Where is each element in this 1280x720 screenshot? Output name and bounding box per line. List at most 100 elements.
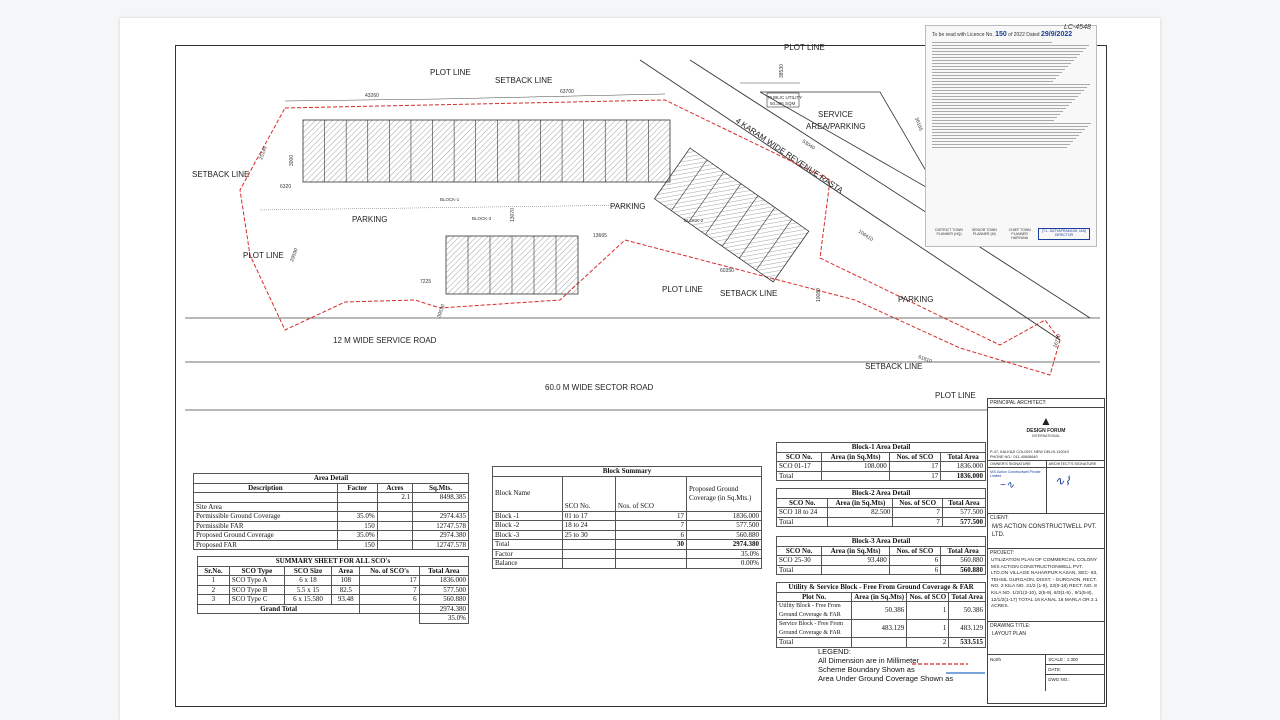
balance-label: Balance [492,558,563,569]
dim-text: 106410 [857,229,874,243]
block-area-header: Total Area [940,545,986,556]
table-cell: 82.5 [331,584,361,595]
parking-label-1: PARKING [352,215,387,224]
table-cell: 7 [614,520,688,531]
table-cell: 12747.578 [412,539,469,550]
block-1 [302,119,671,183]
sco-divider [671,159,708,211]
dim-text: 3000 [289,155,295,166]
sheet-reference: LC-4548 [1064,24,1091,31]
sign-dtp: DISTRICT TOWN PLANNER (HQ) [935,228,963,236]
table-cell: SCO Type B [228,584,285,595]
dim-text: 6320 [280,184,291,190]
block-summary-header: Proposed Ground Coverage (in Sq.Mts.) [686,475,762,512]
table-cell: 17 [888,461,942,472]
block-summary-header: Block Name [492,475,563,512]
area-detail-table: Area Detail Description Factor Acres Sq.… [193,473,469,550]
owner-signature-mark: ~∿ [1000,480,1015,491]
table-cell: 150 [336,520,378,531]
table-cell: 1 [197,575,230,586]
table-cell: 150 [336,539,378,550]
table-cell [376,530,414,541]
approval-text-line [932,60,1074,61]
table-row: Site Area [193,501,469,512]
table-cell [827,516,894,527]
owners-signature-label: OWNER'S SIGNATURE [988,461,1046,468]
architect-signature-mark: ∿⌇ [1054,474,1071,488]
project-description: UTILIZATION PLAN OF COMMERCIAL COLONY M/… [988,557,1104,622]
block-area-header: SCO No. [775,451,823,462]
approval-text-line [932,126,1088,127]
setback-label-2: SETBACK LINE [192,170,249,179]
approval-text-line [932,66,1068,67]
table-cell: 17 [614,510,688,521]
dim-text: 13665 [593,233,607,239]
utility-total-count: 2 [906,637,950,648]
sco-divider [705,183,742,235]
factor-value: 35.0% [686,548,762,559]
table-cell: 93.480 [821,555,890,566]
table-cell: 108 [331,575,361,586]
drawing-title: LAYOUT PLAN [988,630,1104,655]
grand-total-value: 2974.380 [418,603,470,614]
block-total-label: Total [492,539,563,550]
approval-text-line [932,138,1076,139]
block-area-header: Area (in Sq.Mts) [827,497,894,508]
sign-stp: SENIOR TOWN PLANNER (M) [971,228,997,236]
table-cell: 560.880 [940,555,986,566]
legend-boundary-note: Scheme Boundary Shown as [818,665,915,674]
firm-name: DESIGN FORUM [1026,428,1066,434]
summary-header: SCO Size [283,565,333,576]
approval-text-line [932,129,1085,130]
table-cell [821,564,890,575]
dim-text: 7225 [420,279,431,285]
owner-company-stamp: M/S Action Constructwell Private Limited [990,470,1041,478]
rasta-edge-2 [689,59,1091,319]
table-cell: 560.880 [418,594,470,605]
table-cell [412,501,469,512]
approval-line1: To be read with Licence No. [932,32,994,38]
approval-text-line [932,48,1086,49]
table-cell: Block -2 [492,520,563,531]
parking-label-3: PARKING [898,295,933,304]
table-cell: 577.500 [686,520,762,531]
block-area-header: SCO No. [775,497,829,508]
utility-block-table: Utility & Service Block - Free From Grou… [776,582,986,648]
table-cell [336,492,378,503]
table-cell: Permissible FAR [193,520,338,531]
table-cell: 577.500 [941,507,987,518]
block-area-title: Block-3 Area Detail [776,536,986,547]
firm-address: P-47, KALKAJI COLONY, NEW DELHI-110019 [990,450,1069,454]
architects-signature-label: ARCHITECT'S SIGNATURE [1046,461,1104,468]
table-cell: 1 [906,601,950,620]
table-cell: 6 x 18 [283,575,333,586]
block-total-area: 2974.380 [686,539,762,550]
utility-total-label: Total [776,637,852,648]
utility-total-area: 533.515 [948,637,986,648]
block-area-title: Block-2 Area Detail [776,488,986,499]
block-area-header: Area (in Sq.Mts) [821,545,890,556]
table-cell: Utility Block - Free From Ground Coverag… [776,601,852,620]
table-cell: 6 x 15.580 [283,594,333,605]
service-road-label: 12 M WIDE SERVICE ROAD [333,336,437,345]
table-cell: Proposed Ground Coverage [193,530,338,541]
sign-ctp: CHIEF TOWN PLANNER HARYANA [1008,228,1031,240]
approval-of-date: of 2022 Dated [1008,32,1040,38]
legend-coverage-note: Area Under Ground Coverage Shown as [818,674,954,683]
table-cell: Block -3 [492,529,563,540]
setback-label-4: SETBACK LINE [865,362,922,371]
client-name: M/S ACTION CONSTRUCTWELL PVT. LTD. [988,522,1104,549]
table-cell: Block -1 [492,510,563,521]
summary-header: No. of SCO's [359,565,420,576]
approval-text-line [932,141,1073,142]
date-label: DATE: [1046,665,1104,675]
table-cell [193,492,338,503]
block-area-header: Total Area [940,451,986,462]
legend-title: LEGEND: [818,647,851,656]
plot-line-label-5: PLOT LINE [935,391,976,400]
rasta-edge-1 [639,59,1061,341]
